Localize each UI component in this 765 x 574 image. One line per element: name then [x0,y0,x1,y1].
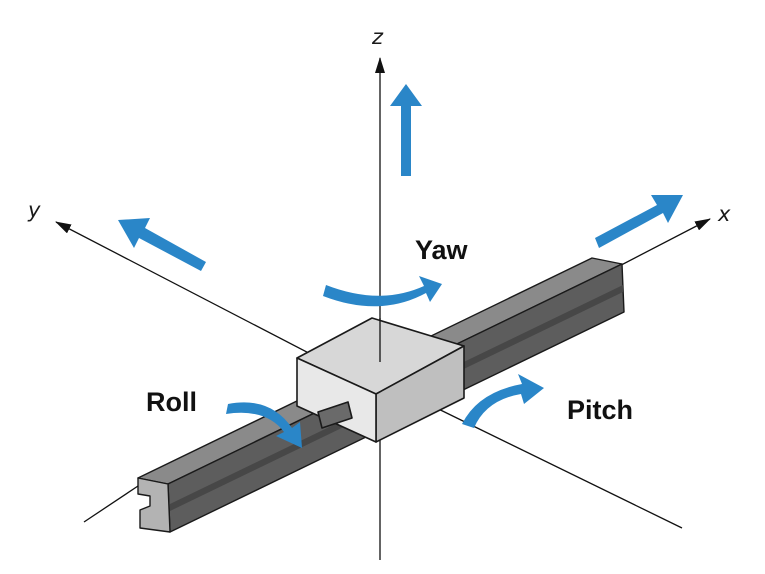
y-axis-label: y [27,198,41,222]
rail-end-face [137,477,171,533]
pitch-rotation-arrow-icon [462,374,544,428]
roll-rotation-arrow-icon [226,402,302,448]
y-translation-arrow-icon [118,218,206,271]
translation-arrows [118,84,683,271]
roll-label: Roll [146,387,197,417]
yaw-label: Yaw [415,235,469,265]
pitch-label: Pitch [567,395,633,425]
x-axis-label: x [717,202,731,226]
y-axis-front-line [83,485,139,523]
z-translation-arrow-icon [390,84,422,176]
yaw-rotation-arrow-icon [323,276,442,307]
x-translation-arrow-icon [595,195,683,248]
block-front-face [296,357,377,443]
block-rail-cutout [317,401,353,429]
y-axis-lower-line [419,399,683,529]
z-axis-label: z [371,25,384,49]
rotation-arrows [226,276,544,448]
